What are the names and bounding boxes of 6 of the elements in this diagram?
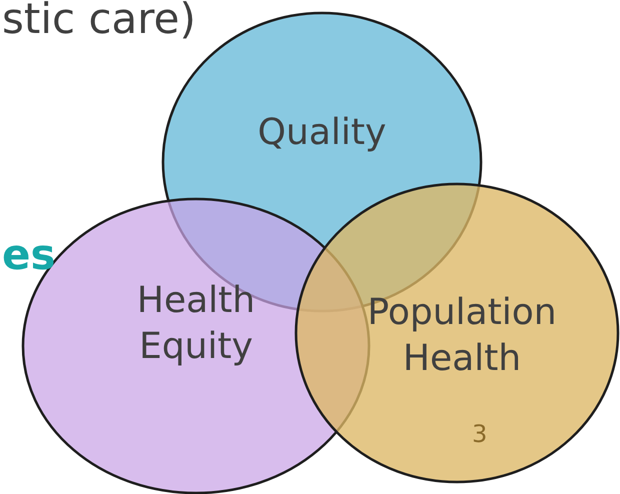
heading-fragment: es <box>2 230 56 279</box>
circle-label: Population Health <box>366 291 558 381</box>
circle-label: Quality <box>256 111 388 155</box>
circle-label: Health Equity <box>136 279 256 369</box>
page-number: 3 <box>472 420 488 448</box>
heading-fragment: stic care) <box>2 0 196 43</box>
